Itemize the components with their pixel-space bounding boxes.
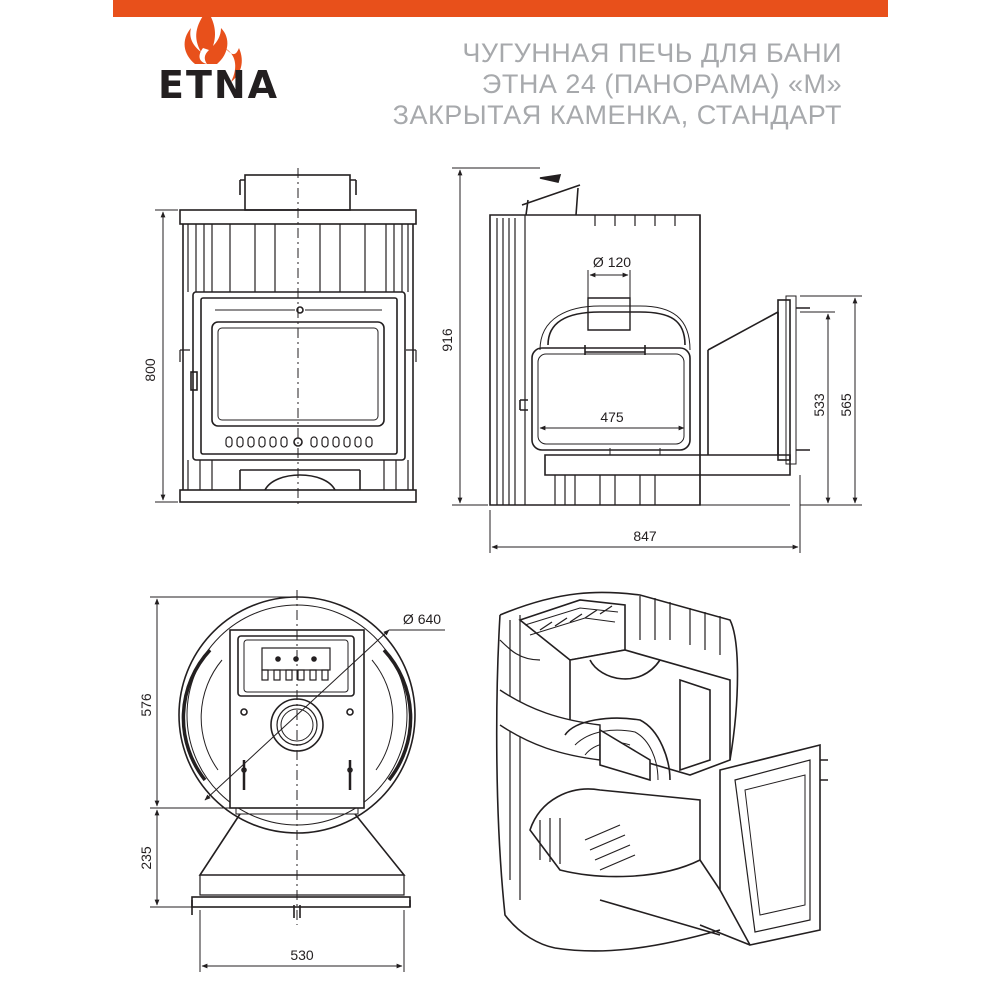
dimension-top-depth: 576 235 <box>138 596 297 908</box>
dimension-side-height: 916 <box>439 167 540 506</box>
page-title: ЧУГУННАЯ ПЕЧЬ ДЛЯ БАНИ ЭТНА 24 (ПАНОРАМА… <box>393 38 842 131</box>
top-view <box>178 590 416 925</box>
label-door-outer-height: 565 <box>838 393 854 417</box>
label-top-diameter: Ø 640 <box>403 611 441 627</box>
title-line-3: ЗАКРЫТАЯ КАМЕНКА, СТАНДАРТ <box>392 100 842 130</box>
orange-top-bar <box>113 0 888 17</box>
dimension-side-depth: 847 <box>489 475 801 553</box>
label-body-width: 475 <box>600 409 624 425</box>
dimension-door-heights: 533 565 <box>700 295 862 506</box>
label-front-height: 800 <box>142 358 158 382</box>
label-tunnel-width: 530 <box>290 947 314 963</box>
label-top-depth: 576 <box>138 693 154 717</box>
dimension-chimney: Ø 120 <box>587 254 631 298</box>
dimension-front-height: 800 <box>142 209 178 503</box>
etna-logo: ETNA <box>155 8 295 118</box>
label-tunnel-depth: 235 <box>138 846 154 870</box>
dimension-body-width: 475 <box>539 409 685 431</box>
label-side-height: 916 <box>439 328 455 352</box>
side-view <box>489 174 810 506</box>
label-door-inner-height: 533 <box>811 393 827 417</box>
front-view <box>179 168 417 508</box>
title-line-2: ЭТНА 24 (ПАНОРАМА) «М» <box>481 69 842 99</box>
dimension-tunnel-width: 530 <box>199 910 405 972</box>
label-side-depth: 847 <box>633 528 657 544</box>
label-chimney-diameter: Ø 120 <box>593 254 631 270</box>
brand-name: ETNA <box>158 63 280 107</box>
dimension-top-diameter: Ø 640 <box>204 611 445 801</box>
title-line-1: ЧУГУННАЯ ПЕЧЬ ДЛЯ БАНИ <box>462 38 842 68</box>
flame-icon <box>184 10 242 82</box>
isometric-cutaway-view <box>495 591 828 952</box>
